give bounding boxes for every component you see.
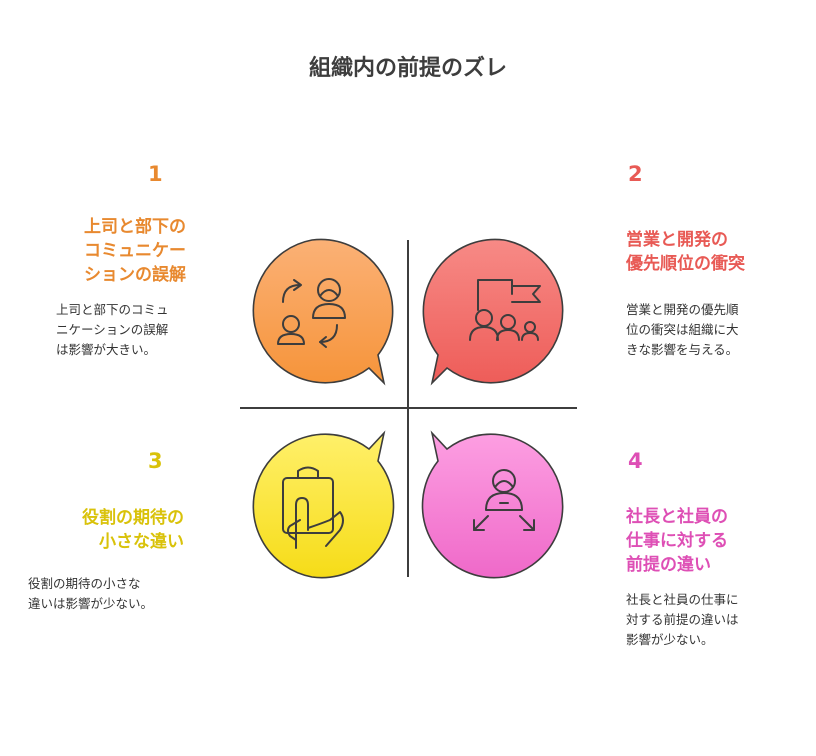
quadrant-3-description-line: 違いは影響が少ない。 (28, 596, 154, 611)
quadrant-1-heading-line: 上司と部下の (84, 217, 186, 237)
quadrant-3-heading-line: 小さな違い (99, 532, 184, 552)
quadrant-3-heading-line: 役割の期待の (82, 508, 184, 528)
quadrant-2-heading-line: 営業と開発の (626, 230, 728, 250)
quadrant-3-heading: 役割の期待の 小さな違い (60, 506, 184, 554)
quadrant-2-description: 営業と開発の優先順 位の衝突は組織に大 きな影響を与える。 (626, 300, 739, 360)
quadrant-4-bubble (421, 430, 564, 579)
quadrant-3-description: 役割の期待の小さな 違いは影響が少ない。 (28, 574, 153, 614)
clipboard-hand-icon (282, 466, 344, 549)
quadrant-4-heading: 社長と社員の 仕事に対する 前提の違い (626, 505, 728, 577)
page-title: 組織内の前提のズレ (308, 56, 507, 81)
quadrant-1-bubble (252, 238, 394, 386)
quadrant-3-description-line: 役割の期待の小さな (28, 576, 141, 591)
quadrant-1-description-line: ニケーションの誤解 (56, 322, 169, 337)
quadrant-4-number: 4 (628, 449, 643, 473)
quadrant-1-heading-line: ションの誤解 (84, 265, 186, 285)
quadrant-4-description: 社長と社員の仕事に 対する前提の違いは 影響が少ない。 (626, 590, 739, 650)
quadrant-2-heading: 営業と開発の 優先順位の衝突 (626, 228, 745, 276)
quadrant-1-description-line: 上司と部下のコミュ (56, 302, 169, 317)
quadrant-1-number: 1 (148, 162, 163, 186)
quadrant-2-description-line: 営業と開発の優先順 (626, 302, 739, 317)
quadrant-1-description: 上司と部下のコミュ ニケーションの誤解 は影響が大きい。 (56, 300, 169, 360)
quadrant-3-number: 3 (148, 449, 163, 473)
quadrant-1-heading: 上司と部下の コミュニケー ションの誤解 (62, 215, 186, 287)
meeting-flag-icon (469, 279, 541, 341)
quadrant-1-heading-line: コミュニケー (84, 241, 186, 261)
quadrant-3-bubble (252, 430, 395, 579)
quadrant-2-bubble (422, 238, 564, 386)
quadrant-2-description-line: 位の衝突は組織に大 (626, 322, 739, 337)
quadrant-4-description-line: 対する前提の違いは (626, 612, 739, 627)
quadrant-4-description-line: 社長と社員の仕事に (626, 592, 739, 607)
communication-icon (277, 278, 346, 348)
quadrant-2-number: 2 (628, 162, 643, 186)
quadrant-1-description-line: は影響が大きい。 (56, 342, 157, 357)
quadrant-2-description-line: きな影響を与える。 (626, 342, 739, 357)
quadrant-4-heading-line: 社長と社員の (626, 507, 728, 527)
quadrant-4-heading-line: 仕事に対する (626, 531, 728, 551)
quadrant-4-description-line: 影響が少ない。 (626, 632, 714, 647)
quadrant-4-heading-line: 前提の違い (626, 555, 711, 575)
person-arrows-icon (473, 469, 535, 531)
quadrant-2-heading-line: 優先順位の衝突 (626, 254, 745, 274)
